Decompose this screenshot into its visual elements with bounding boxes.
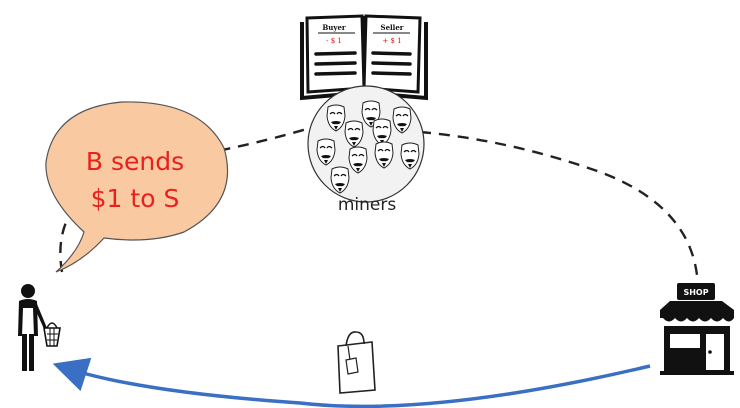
shopping-bag-icon: [337, 331, 376, 394]
speech-bubble-shape: [45, 101, 229, 273]
speech-bubble: B sends $1 to S: [45, 101, 229, 273]
miners-label: miners: [338, 195, 397, 215]
ledger-seller-value: + $ 1: [382, 37, 401, 45]
network-path-left: [59, 126, 311, 273]
person-with-basket-icon: [18, 284, 61, 371]
shop-sign: SHOP: [683, 288, 708, 297]
ledger-buyer-label: Buyer: [322, 23, 346, 32]
network-path-right: [419, 130, 699, 276]
bubble-line-1: B sends: [86, 147, 184, 176]
miners-group: miners: [307, 85, 425, 215]
bubble-line-2: $1 to S: [91, 184, 180, 213]
ledger-seller-label: Seller: [381, 23, 404, 32]
ledger-buyer-value: - $ 1: [326, 37, 342, 45]
goods-arrow: [52, 357, 651, 408]
storefront-icon: SHOP: [660, 283, 734, 375]
